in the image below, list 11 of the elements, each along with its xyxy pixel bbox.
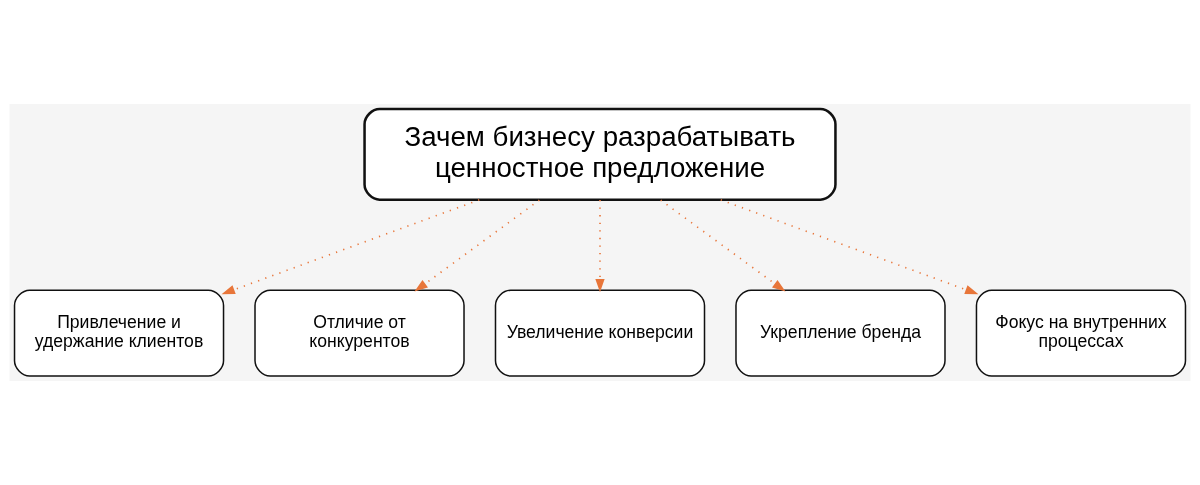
arrow <box>659 199 786 292</box>
node-box: Привлечение и удержание клиентов <box>13 289 225 377</box>
node-box: Зачем бизнесу разрабатывать ценностное предложение <box>363 107 837 201</box>
node-box: Укрепление бренда <box>735 289 946 377</box>
node-box: Фокус на внутренних процессах <box>975 289 1187 377</box>
arrow <box>595 199 605 293</box>
arrow <box>414 199 541 292</box>
arrow <box>719 199 979 295</box>
node-box: Увеличение конверсии <box>494 289 706 377</box>
node-box: Отличие от конкурентов <box>254 289 465 377</box>
arrow <box>221 199 481 295</box>
